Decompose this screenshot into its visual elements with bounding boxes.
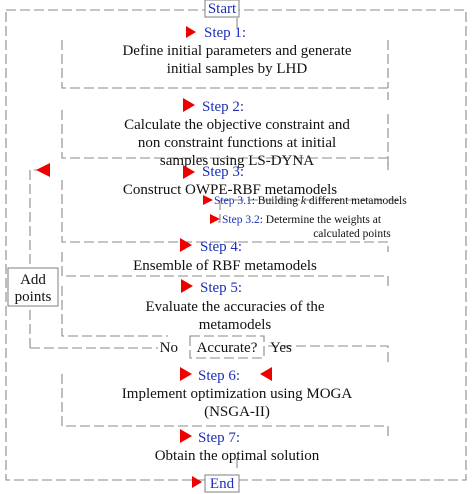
step3-label: Step 3: (202, 164, 244, 180)
decision-label: Accurate? (197, 340, 258, 356)
substep31-arrow (203, 195, 213, 205)
step2-line2: non constraint functions at initial (138, 135, 336, 151)
step4-arrow (180, 238, 192, 252)
step3-line1: Construct OWPE-RBF metamodels (123, 182, 337, 198)
add-points-box (7, 267, 59, 307)
step3-arrow (183, 165, 195, 179)
decision-box (189, 335, 265, 359)
substep32-line2: calculated points (313, 228, 391, 240)
step7-line1: Obtain the optimal solution (155, 448, 320, 464)
step3-arrow-left (36, 163, 50, 177)
add-points-line2: points (15, 289, 52, 305)
step4-label: Step 4: (200, 239, 242, 255)
decision-yes: Yes (270, 340, 292, 356)
substep31-text: Step 3.1: Building k different metamodel… (214, 195, 407, 207)
add-points-line1: Add (20, 272, 46, 288)
step6-label: Step 6: (198, 368, 240, 384)
end-label: End (210, 476, 235, 492)
start-label: Start (208, 1, 237, 17)
step4-line1: Ensemble of RBF metamodels (133, 258, 317, 274)
step7-arrow (180, 429, 192, 443)
step6-arrow (180, 367, 192, 381)
start-box (204, 0, 240, 18)
step6-arrow-right (260, 367, 272, 381)
step1-label: Step 1: (204, 25, 246, 41)
step1-line2: initial samples by LHD (167, 61, 308, 77)
step5-arrow (181, 279, 193, 293)
substep32-arrow (210, 214, 220, 224)
step7-label: Step 7: (198, 430, 240, 446)
end-arrow (192, 476, 202, 488)
step5-label: Step 5: (200, 280, 242, 296)
step2-line1: Calculate the objective constraint and (124, 117, 350, 133)
step5-line1: Evaluate the accuracies of the (145, 299, 324, 315)
step6-line1: Implement optimization using MOGA (122, 386, 353, 402)
step2-line3: samples using LS-DYNA (160, 153, 314, 169)
decision-no: No (160, 340, 178, 356)
step2-arrow (183, 98, 195, 112)
step1-arrow (186, 26, 196, 38)
connectors (29, 18, 400, 470)
step5-line2: metamodels (199, 317, 272, 333)
step6-line2: (NSGA-II) (204, 404, 270, 420)
step1-line1: Define initial parameters and generate (122, 43, 351, 59)
end-box (204, 474, 240, 493)
substep32-text: Step 3.2: Determine the weights at (222, 214, 382, 226)
step2-label: Step 2: (202, 99, 244, 115)
